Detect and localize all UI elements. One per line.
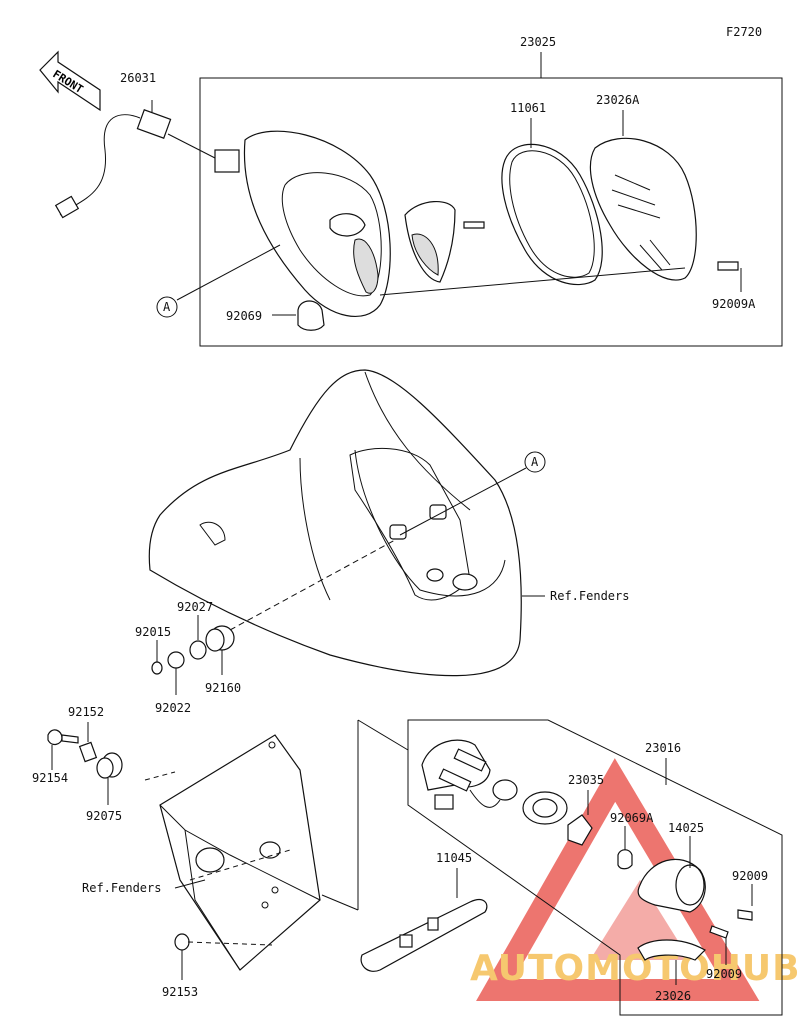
- part-label-23016: 23016: [645, 741, 681, 755]
- part-label-23026a: 23026A: [596, 93, 640, 107]
- part-label-11061: 11061: [510, 101, 546, 115]
- part-label-92154: 92154: [32, 771, 68, 785]
- part-label-92015: 92015: [135, 625, 171, 639]
- wiring-harness-26031: 26031: [54, 71, 240, 219]
- license-light-assembly-group: 23016 23035 92069A 14025 92009 92009: [321, 719, 783, 1016]
- part-label-14025: 14025: [668, 821, 704, 835]
- gasket-11061: [501, 143, 603, 286]
- rear-fender-upper: Ref.Fenders A: [148, 369, 629, 677]
- mounting-parts: 92027 92015 92160 92022: [135, 600, 241, 715]
- part-label-11045: 11045: [436, 851, 472, 865]
- part-label-92009-a: 92009: [732, 869, 768, 883]
- callout-a-lower-letter: A: [531, 455, 539, 469]
- lens-23026a: [589, 137, 697, 281]
- ref-fenders-lower: Ref.Fenders: [82, 881, 161, 895]
- part-label-92160: 92160: [205, 681, 241, 695]
- part-label-92069: 92069: [226, 309, 262, 323]
- part-label-23035: 23035: [568, 773, 604, 787]
- ref-fenders-upper: Ref.Fenders: [550, 589, 629, 603]
- tail-light-housing: [243, 130, 391, 318]
- part-label-26031: 26031: [120, 71, 156, 85]
- part-label-92022: 92022: [155, 701, 191, 715]
- part-label-92027: 92027: [177, 600, 213, 614]
- callout-a-lower: [524, 451, 546, 473]
- tail-light-assembly-group: 23025 11061 23026A 92009A 92069: [156, 35, 783, 347]
- bulb-92069: [297, 300, 325, 331]
- socket-23035: [567, 814, 593, 846]
- watermark-text: AUTOMOTOHUB: [470, 948, 800, 989]
- cover-23026: [637, 939, 706, 961]
- part-label-92009-b: 92009: [706, 967, 742, 981]
- figure-code: F2720: [726, 25, 762, 39]
- part-label-92009a: 92009A: [712, 297, 756, 311]
- part-label-92069a: 92069A: [610, 811, 654, 825]
- part-label-23026: 23026: [655, 989, 691, 1003]
- front-arrow-icon: FRONT: [39, 50, 101, 112]
- part-label-23025: 23025: [520, 35, 556, 49]
- part-label-92152: 92152: [68, 705, 104, 719]
- callout-a-upper: [156, 296, 178, 318]
- part-label-92075: 92075: [86, 809, 122, 823]
- part-label-92153: 92153: [162, 985, 198, 999]
- callout-a-upper-letter: A: [163, 300, 171, 314]
- license-bracket-group: 92154 92152 92075 Ref.Fenders 92153 1104…: [32, 705, 488, 999]
- bracket-11045: [360, 899, 488, 972]
